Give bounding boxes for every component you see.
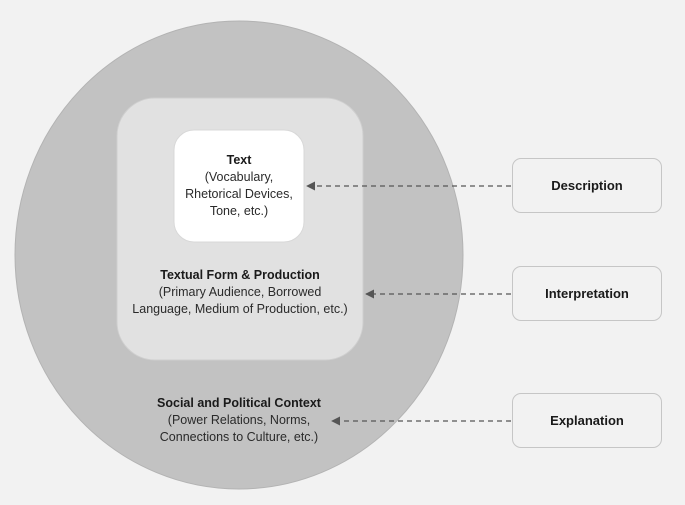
context-layer-title: Social and Political Context bbox=[157, 396, 321, 410]
form-layer-label: Textual Form & Production (Primary Audie… bbox=[110, 267, 370, 318]
text-layer-line: Rhetorical Devices, bbox=[185, 187, 293, 201]
text-layer-line: Tone, etc.) bbox=[209, 204, 269, 218]
text-layer-label: Text (Vocabulary, Rhetorical Devices, To… bbox=[174, 152, 304, 220]
form-layer-title: Textual Form & Production bbox=[160, 268, 320, 282]
form-layer-line: Language, Medium of Production, etc.) bbox=[132, 302, 348, 316]
context-layer-line: Connections to Culture, etc.) bbox=[159, 430, 319, 444]
interpretation-box: Interpretation bbox=[512, 266, 662, 321]
text-layer-line: (Vocabulary, bbox=[204, 170, 274, 184]
description-label: Description bbox=[551, 178, 623, 193]
explanation-label: Explanation bbox=[550, 413, 624, 428]
interpretation-label: Interpretation bbox=[545, 286, 629, 301]
inner-text-box bbox=[173, 129, 305, 243]
form-layer-line: (Primary Audience, Borrowed bbox=[158, 285, 322, 299]
context-layer-line: (Power Relations, Norms, bbox=[167, 413, 311, 427]
explanation-box: Explanation bbox=[512, 393, 662, 448]
context-layer-label: Social and Political Context (Power Rela… bbox=[124, 395, 354, 446]
text-layer-title: Text bbox=[226, 153, 252, 167]
description-box: Description bbox=[512, 158, 662, 213]
